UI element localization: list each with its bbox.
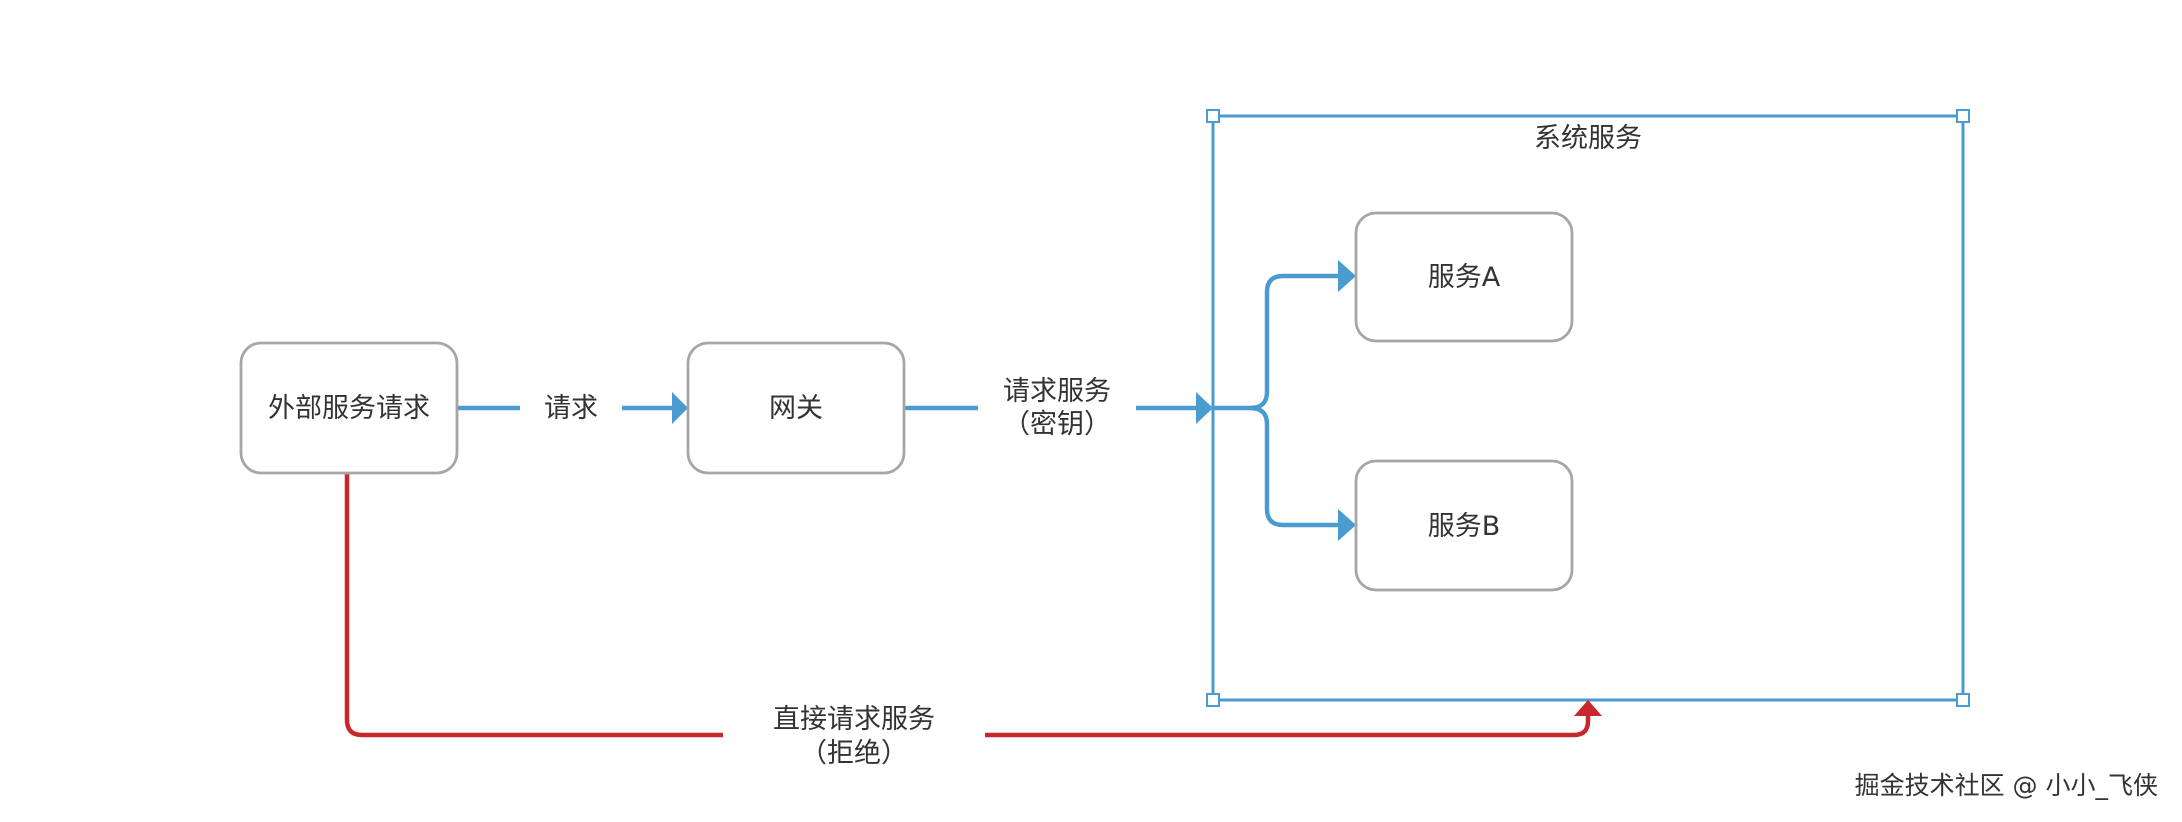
edge-request-service-arrowhead	[1196, 392, 1213, 424]
node-service-a[interactable]: 服务A	[1354, 211, 1574, 343]
node-service-b-box	[1354, 459, 1574, 592]
edge-request-service-label-line2: （密钥）	[1003, 409, 1111, 440]
node-gateway-box	[686, 341, 906, 475]
node-service-a-box	[1354, 211, 1574, 343]
edge-branch-to-service-a	[1249, 273, 1338, 411]
node-service-a-label: 服务A	[1428, 262, 1501, 293]
node-gateway[interactable]: 网关	[686, 341, 906, 475]
container-handle-top-left[interactable]	[1206, 109, 1220, 123]
edge-direct-request-line-left	[344, 473, 723, 738]
watermark: 掘金技术社区 @ 小小_飞侠	[1855, 771, 2158, 800]
container-handle-top-right[interactable]	[1956, 109, 1970, 123]
edge-request-service-label-line1: 请求服务	[1003, 376, 1111, 407]
node-external-request-box	[239, 341, 459, 475]
edge-branch	[1213, 260, 1356, 541]
edge-branch-a-arrowhead	[1338, 260, 1356, 292]
edge-request-label: 请求	[544, 393, 598, 424]
node-external-request-label: 外部服务请求	[268, 393, 430, 424]
edge-request-service: 请求服务 （密钥）	[904, 376, 1213, 440]
edge-branch-to-service-b	[1249, 405, 1338, 528]
edge-direct-request-label-line2: （拒绝）	[800, 738, 908, 769]
edge-direct-request-arrowhead	[1574, 700, 1602, 716]
container-handle-bottom-right[interactable]	[1956, 693, 1970, 707]
edge-direct-request: 直接请求服务 （拒绝）	[344, 473, 1602, 769]
edge-direct-request-label-line1: 直接请求服务	[773, 704, 935, 735]
node-service-b[interactable]: 服务B	[1354, 459, 1574, 592]
container-title: 系统服务	[1534, 123, 1642, 154]
node-gateway-label: 网关	[769, 393, 823, 424]
container-handle-bottom-left[interactable]	[1206, 693, 1220, 707]
node-external-request[interactable]: 外部服务请求	[239, 341, 459, 475]
system-services-container: 系统服务	[1206, 109, 1970, 707]
edge-request: 请求	[457, 392, 688, 424]
edge-branch-b-arrowhead	[1338, 509, 1356, 541]
edge-request-arrowhead	[672, 392, 688, 424]
node-service-b-label: 服务B	[1428, 511, 1501, 542]
container-border	[1211, 114, 1965, 702]
edge-direct-request-line-right	[985, 716, 1591, 738]
